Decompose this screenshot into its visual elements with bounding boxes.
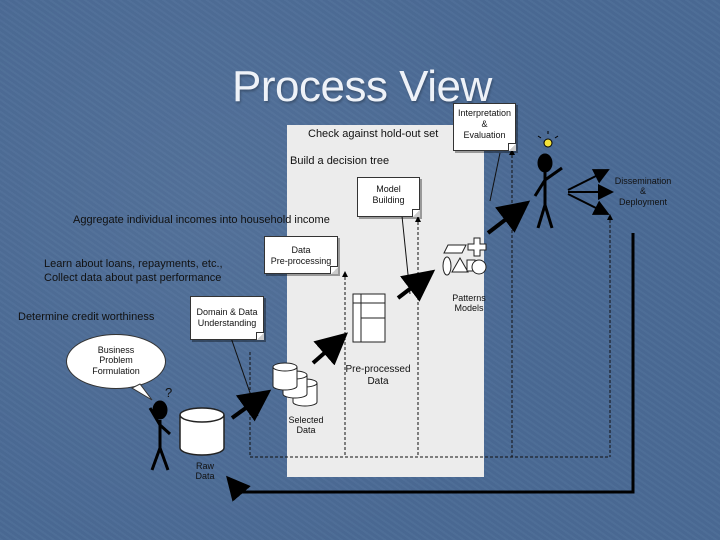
- thinking-person-figure: [148, 400, 172, 471]
- idea-person-figure: [533, 153, 563, 229]
- selected-data-cylinders: [272, 362, 318, 407]
- deployment-loop-arrow: [226, 475, 251, 502]
- question-mark: ?: [165, 385, 173, 400]
- page-title: Process View: [232, 62, 492, 111]
- preprocessed-data-table: [352, 293, 386, 343]
- arrow-selected-to-preprocessed: [311, 332, 349, 366]
- pointer-interpretation: [489, 152, 501, 202]
- raw-data-cylinder: [179, 407, 225, 456]
- light-bulb-icon: [537, 131, 559, 148]
- interpretation-evaluation-note: Interpretation & Evaluation: [453, 103, 516, 151]
- selected-data-label: Selected Data: [288, 415, 324, 436]
- credit-annotation: Determine credit worthiness: [18, 311, 155, 323]
- domain-understanding-note: Domain & Data Understanding: [190, 296, 264, 340]
- preprocessed-data-label: Pre-processed Data: [345, 364, 411, 387]
- dissemination-arrow-1: [567, 169, 610, 191]
- check-holdout-annotation: Check against hold-out set: [308, 128, 439, 140]
- dissemination-label: Dissemination & Deployment: [614, 176, 672, 207]
- learn-annotation-line2: Collect data about past performance: [44, 272, 222, 284]
- pointer-model: [401, 215, 411, 295]
- arrow-raw-to-selected: [230, 389, 272, 422]
- learn-annotation-line1: Learn about loans, repayments, etc.,: [44, 258, 223, 270]
- arrow-preprocessed-to-patterns: [396, 269, 436, 302]
- business-problem-bubble: Business Problem Formulation: [66, 334, 166, 389]
- aggregate-annotation: Aggregate individual incomes into househ…: [73, 214, 330, 226]
- raw-data-label: Raw Data: [195, 461, 215, 482]
- dissemination-arrow-3: [567, 193, 610, 215]
- build-tree-annotation: Build a decision tree: [290, 155, 390, 167]
- pattern-symbols: [442, 237, 487, 276]
- preprocessing-note: Data Pre-processing: [264, 236, 338, 274]
- arrow-patterns-to-interpretation: [486, 200, 531, 235]
- model-building-note: Model Building: [357, 177, 420, 217]
- patterns-models-label: Patterns Models: [452, 293, 486, 314]
